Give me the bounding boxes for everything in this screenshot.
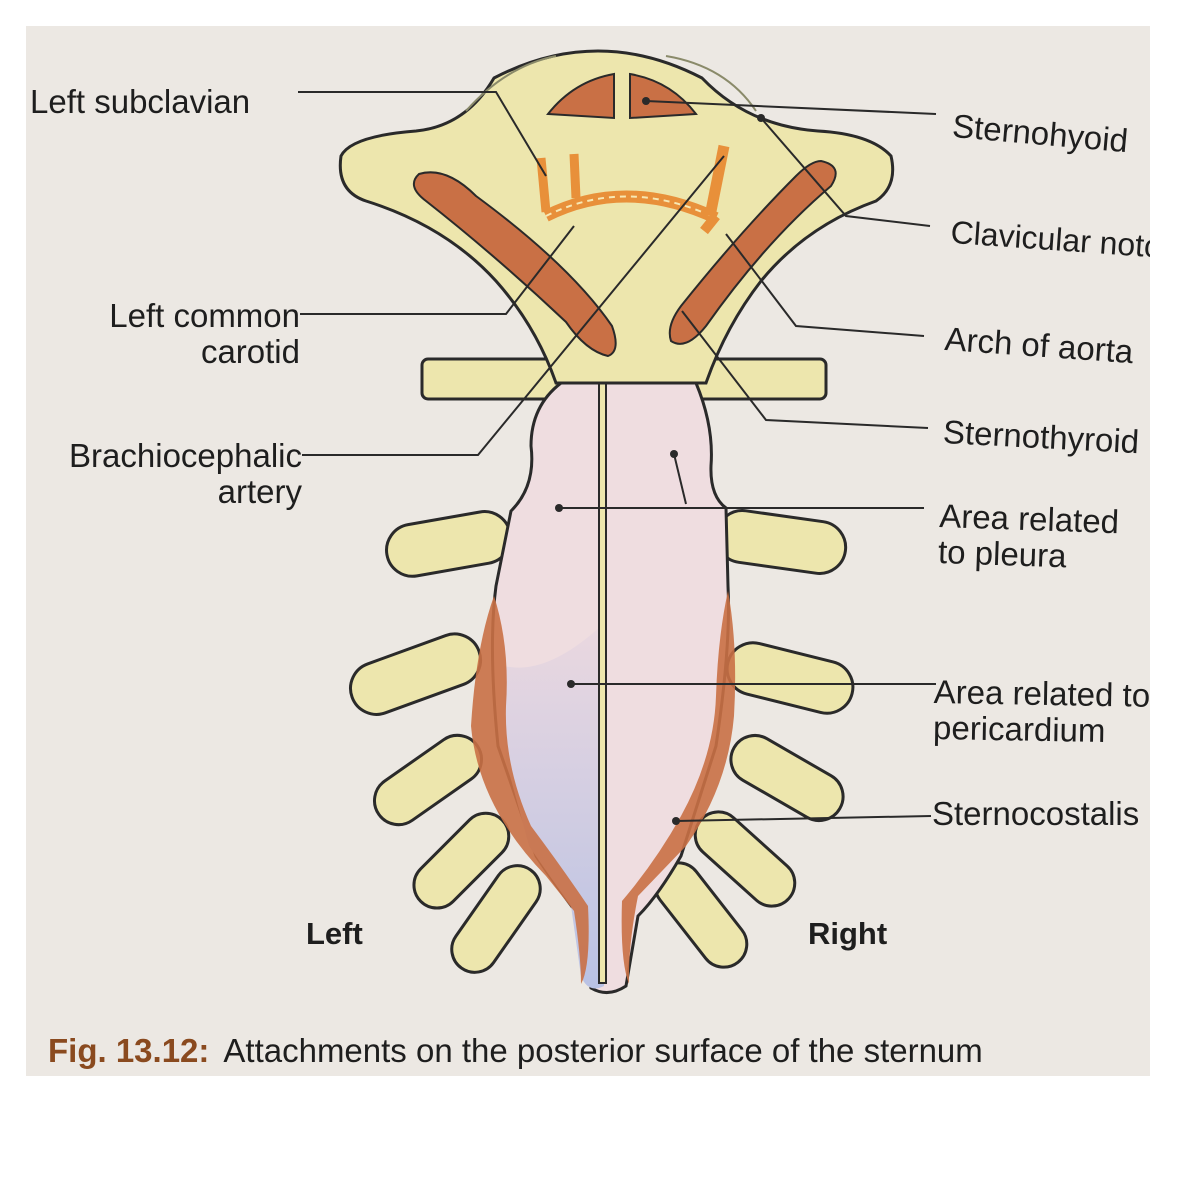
label-sternocostalis: Sternocostalis (932, 795, 1140, 832)
left-subclavian-vessel (536, 157, 551, 213)
leader-dots (555, 97, 765, 825)
label-brachiocephalic-line1: Brachiocephalic (69, 437, 302, 474)
left-common-carotid-vessel (569, 153, 581, 199)
costal-cartilage-left-5 (412, 811, 511, 910)
aortic-arch-group (536, 144, 730, 235)
arch-of-aorta (543, 190, 719, 224)
costal-cartilage-left-3 (349, 632, 483, 716)
leader-sternothyroid (681, 310, 929, 429)
label-brachiocephalic-artery: Brachiocephalic artery (26, 438, 302, 510)
figure-number: Fig. 13.12: (48, 1032, 210, 1069)
sternothyroid-right (668, 159, 837, 345)
sternum-diagram (298, 49, 937, 994)
costal-cartilages-right (653, 509, 855, 969)
leader-left-common-carotid (300, 225, 575, 315)
label-left-subclavian: Left subclavian (30, 83, 251, 120)
sternocostalis-left (471, 596, 589, 984)
sternothyroid-left (412, 171, 617, 358)
leader-arch-of-aorta (725, 233, 925, 337)
label-area-related-to-pleura: Area related to pleura (937, 497, 1119, 576)
costal-cartilage-right-2 (714, 509, 848, 575)
figure-caption: Fig. 13.12: Attachments on the posterior … (48, 1032, 983, 1070)
label-area-related-to-pericardium: Area related to pericardium (932, 673, 1150, 750)
costal-cartilage-left-2 (385, 510, 512, 578)
costal-cartilage-right-3 (725, 641, 855, 715)
costal-cartilages-left (349, 510, 542, 974)
label-left-common-carotid: Left common carotid (46, 298, 300, 370)
clavicular-notch-left (465, 55, 557, 112)
leader-sternocostalis (675, 815, 932, 822)
figure-caption-text: Attachments on the posterior surface of … (223, 1032, 983, 1069)
label-left-common-carotid-line2: carotid (200, 333, 300, 370)
leader-clavicular-notch (760, 117, 931, 227)
figure-panel: Left subclavian Left common carotid Brac… (26, 26, 1150, 1076)
costal-cartilage-left-6 (450, 864, 542, 974)
sternocostalis-right (621, 591, 736, 984)
label-pericardium-line2: pericardium (932, 708, 1106, 749)
leader-lines (298, 91, 937, 822)
label-pericardium-line1: Area related to (933, 673, 1150, 714)
costal-cartilage-right-4 (729, 734, 845, 822)
leader-sternohyoid (645, 100, 937, 115)
leader-left-subclavian (298, 91, 547, 177)
clavicular-notch-right (665, 55, 757, 112)
manubrium (338, 49, 895, 385)
leader-brachiocephalic (302, 155, 725, 456)
label-left-common-carotid-line1: Left common (109, 297, 300, 334)
sternohyoid-left (546, 72, 615, 120)
label-brachiocephalic-line2: artery (217, 473, 302, 510)
label-right-side: Right (808, 916, 888, 951)
right-vessel-stub (700, 212, 720, 235)
label-pleura-line2: to pleura (937, 532, 1068, 575)
leader-pleura-right (673, 453, 687, 505)
label-left-side: Left (306, 916, 363, 951)
sternohyoid-right (629, 72, 698, 120)
